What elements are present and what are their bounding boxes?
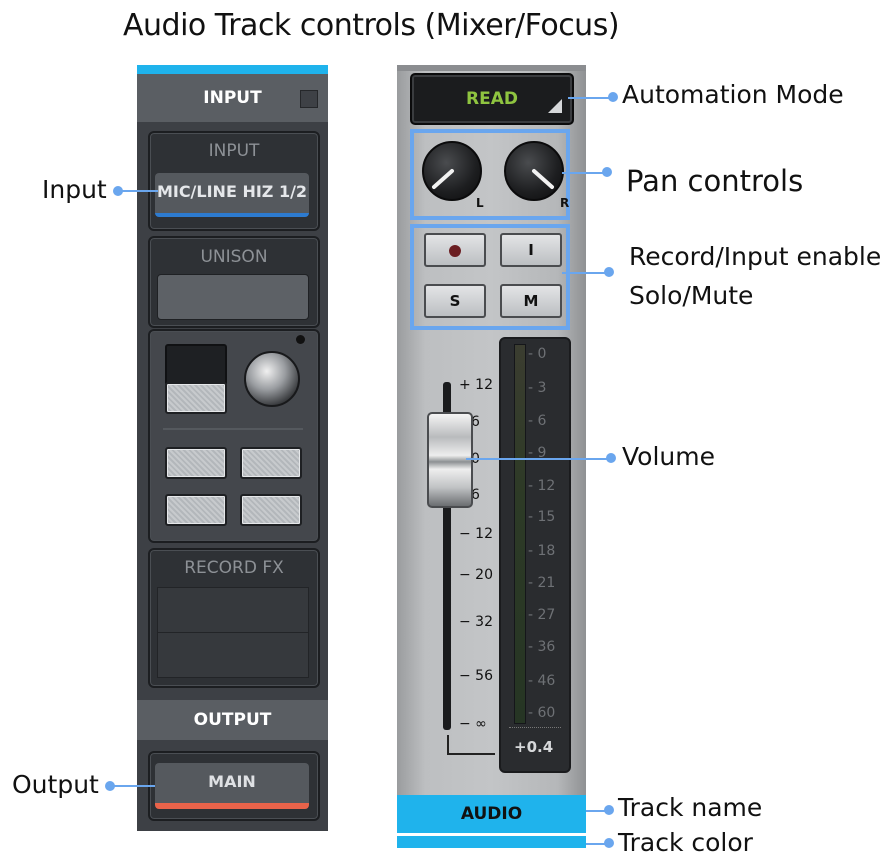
- input-section-header: INPUT: [137, 74, 328, 122]
- unison-title: UNISON: [200, 247, 268, 267]
- meter-tick-label: - 15: [528, 509, 556, 525]
- fader-scale-label: − ∞: [459, 716, 487, 732]
- fader-scale-label: − 12: [459, 526, 493, 542]
- record-fx-slot-2[interactable]: [157, 632, 309, 678]
- record-dot-icon: [449, 244, 461, 257]
- callout-dot: [602, 167, 612, 177]
- callout-volume: Volume: [622, 442, 715, 471]
- option-button-1[interactable]: [165, 447, 227, 479]
- fader-scale-label: 6: [471, 487, 480, 503]
- option-button-2[interactable]: [240, 447, 302, 479]
- callout-line: [586, 843, 610, 845]
- meter-peak-value: +0.4: [514, 738, 554, 756]
- callout-track-color: Track color: [618, 828, 753, 857]
- meter-separator: [509, 727, 561, 729]
- meter-tick-label: - 27: [528, 607, 556, 623]
- output-section-header: OUTPUT: [137, 700, 328, 740]
- pan-left-label: L: [476, 196, 484, 210]
- callout-pan-controls: Pan controls: [626, 164, 804, 198]
- record-fx-title: RECORD FX: [184, 558, 284, 578]
- input-selector[interactable]: MIC/LINE HIZ 1/2: [155, 173, 309, 217]
- volume-fader-handle[interactable]: [427, 412, 473, 508]
- fader-scale-label: 6: [471, 414, 480, 430]
- meter-tick-label: - 21: [528, 575, 556, 591]
- callout-track-name: Track name: [618, 793, 763, 822]
- meter-tick-label: - 0: [528, 346, 547, 362]
- pan-knob-left-pointer-icon: [432, 169, 454, 189]
- meter-tick-label: - 46: [528, 673, 556, 689]
- dropdown-corner-icon: [548, 99, 562, 113]
- record-fx-slot-1[interactable]: [157, 587, 309, 633]
- fader-scale-label: − 56: [459, 668, 493, 684]
- callout-line: [586, 810, 610, 812]
- callout-dot: [606, 453, 616, 463]
- pan-knob-right-pointer-icon: [532, 169, 554, 189]
- input-meter-slot: [165, 344, 227, 386]
- callout-line: [562, 272, 608, 274]
- callout-dot: [604, 805, 614, 815]
- callout-line: [110, 785, 155, 787]
- input-enable-button[interactable]: I: [500, 233, 562, 267]
- fader-scale-label: − 32: [459, 614, 493, 630]
- callout-dot: [604, 838, 614, 848]
- volume-fader-track: [443, 382, 451, 730]
- option-button-3[interactable]: [165, 494, 227, 526]
- option-button-4[interactable]: [240, 494, 302, 526]
- page-title: Audio Track controls (Mixer/Focus): [123, 8, 620, 43]
- meter-tick-label: - 60: [528, 705, 556, 721]
- track-color-strip: [137, 65, 328, 74]
- output-selector[interactable]: MAIN: [155, 763, 309, 809]
- callout-line: [562, 172, 608, 174]
- callout-input: Input: [42, 175, 107, 204]
- fader-scale-label: + 12: [459, 377, 493, 393]
- input-toggle-button[interactable]: [165, 382, 227, 414]
- meter-tick-label: - 9: [528, 445, 547, 461]
- meter-tick-label: - 3: [528, 380, 547, 396]
- strip-top-edge: [397, 65, 586, 71]
- track-name-field[interactable]: AUDIO: [397, 795, 586, 833]
- meter-tick-label: - 36: [528, 639, 556, 655]
- input-box-title: INPUT: [208, 141, 260, 161]
- pan-controls-highlight: [410, 129, 570, 220]
- callout-line: [118, 190, 158, 192]
- divider: [163, 428, 303, 430]
- track-color-bar[interactable]: [397, 836, 586, 848]
- callout-dot: [604, 267, 614, 277]
- input-gain-knob[interactable]: [244, 351, 300, 407]
- record-enable-button[interactable]: [424, 233, 486, 267]
- fader-scale-label: − 20: [459, 567, 493, 583]
- level-meter: [499, 337, 571, 773]
- meter-tick-label: - 18: [528, 543, 556, 559]
- record-solo-mute-highlight: [410, 224, 570, 330]
- unison-selector[interactable]: [157, 274, 309, 320]
- mute-button[interactable]: M: [500, 284, 562, 318]
- pan-right-label: R: [560, 196, 570, 210]
- status-led-icon: [296, 335, 305, 344]
- callout-line: [466, 458, 612, 460]
- solo-button[interactable]: S: [424, 284, 486, 318]
- callout-record-input: Record/Input enable: [629, 242, 882, 271]
- callout-dot: [608, 92, 618, 102]
- meter-tick-label: - 12: [528, 478, 556, 494]
- callout-solo-mute: Solo/Mute: [629, 281, 754, 310]
- fader-link-bracket: [447, 735, 495, 755]
- meter-tick-label: - 6: [528, 413, 547, 429]
- callout-line: [568, 97, 614, 99]
- automation-mode-button[interactable]: READ: [410, 73, 574, 125]
- input-options-button[interactable]: [300, 90, 318, 108]
- callout-output: Output: [12, 770, 99, 799]
- level-meter-bar: [514, 344, 526, 724]
- callout-automation-mode: Automation Mode: [622, 80, 844, 109]
